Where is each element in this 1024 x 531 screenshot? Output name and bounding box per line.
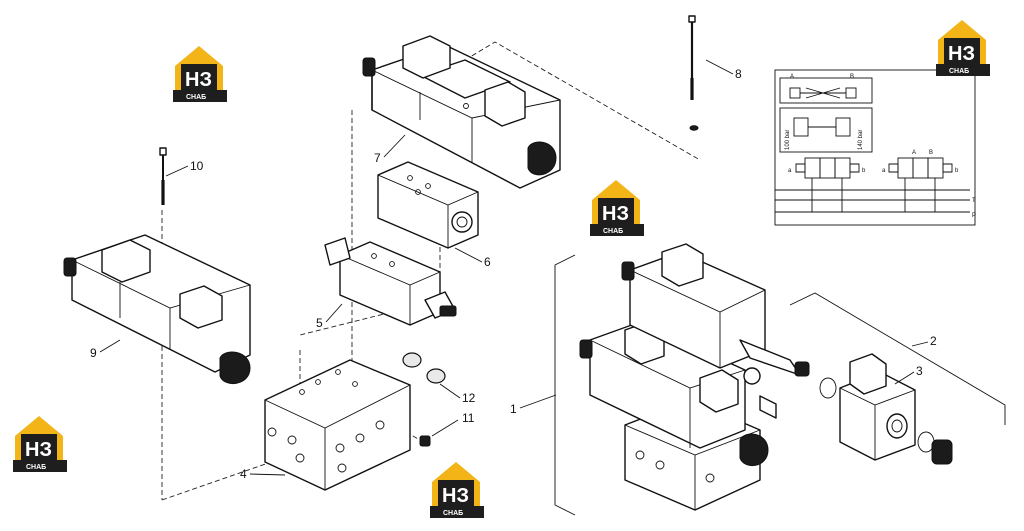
plug-11 (419, 435, 431, 447)
schematic-line-t: T (972, 198, 976, 204)
schematic-port-b-top: B (850, 74, 854, 80)
schematic-pressure-right: 140 bar (858, 130, 864, 150)
callout-7: 7 (374, 151, 381, 165)
coil-kit-2 (789, 292, 1006, 465)
base-manifold-4 (264, 359, 411, 491)
watermark-logo: НЗ СНАБ (13, 416, 67, 472)
logo-letters: НЗ (185, 69, 212, 91)
logo-subtitle: СНАБ (26, 464, 46, 471)
schematic-port-a-top: A (790, 74, 794, 80)
schematic-solenoid-b-right: b (955, 168, 959, 174)
solenoid-valve-9 (63, 234, 251, 384)
schematic-solenoid-b-left: b (862, 168, 866, 174)
module-plate-6 (377, 161, 479, 249)
callout-8: 8 (735, 67, 742, 81)
callout-1: 1 (510, 402, 517, 416)
schematic-port-b-right: B (929, 150, 933, 156)
logo-subtitle: СНАБ (186, 94, 206, 101)
logo-letters: НЗ (25, 439, 52, 461)
callout-3: 3 (916, 364, 923, 378)
logo-letters: НЗ (602, 203, 629, 225)
coil-3 (839, 353, 916, 461)
relief-plate-5 (324, 237, 457, 326)
logo-subtitle: СНАБ (949, 68, 969, 75)
callout-12: 12 (462, 391, 476, 405)
logo-letters: НЗ (948, 43, 975, 65)
callout-11: 11 (462, 411, 475, 425)
valve-assembly-1 (554, 243, 810, 516)
callout-4: 4 (240, 467, 247, 481)
watermark-logo: НЗ СНАБ (936, 20, 990, 76)
plugs-12 (402, 352, 446, 384)
schematic-port-a-right: A (912, 150, 916, 156)
schematic-solenoid-a-left: a (788, 168, 792, 174)
watermark-logo: НЗ СНАБ (430, 462, 484, 518)
schematic-pressure-left: 100 bar (785, 130, 791, 150)
logo-letters: НЗ (442, 485, 469, 507)
logo-subtitle: СНАБ (603, 228, 623, 235)
callout-10: 10 (190, 159, 204, 173)
watermark-logo: НЗ СНАБ (590, 180, 644, 236)
solenoid-valve-7 (362, 35, 561, 189)
callout-6: 6 (484, 255, 491, 269)
callout-9: 9 (90, 346, 97, 360)
bolt-8 (688, 15, 699, 131)
callout-5: 5 (316, 316, 323, 330)
schematic-line-p: P (972, 213, 976, 219)
watermark-logo: НЗ СНАБ (173, 46, 227, 102)
schematic-solenoid-a-right: a (882, 168, 886, 174)
callout-2: 2 (930, 334, 937, 348)
logo-subtitle: СНАБ (443, 510, 463, 517)
callouts: 1 2 3 4 5 6 7 8 9 10 11 12 (90, 59, 937, 481)
hydraulic-schematic: A B 100 bar 140 bar a b a b A B T P (774, 69, 976, 226)
